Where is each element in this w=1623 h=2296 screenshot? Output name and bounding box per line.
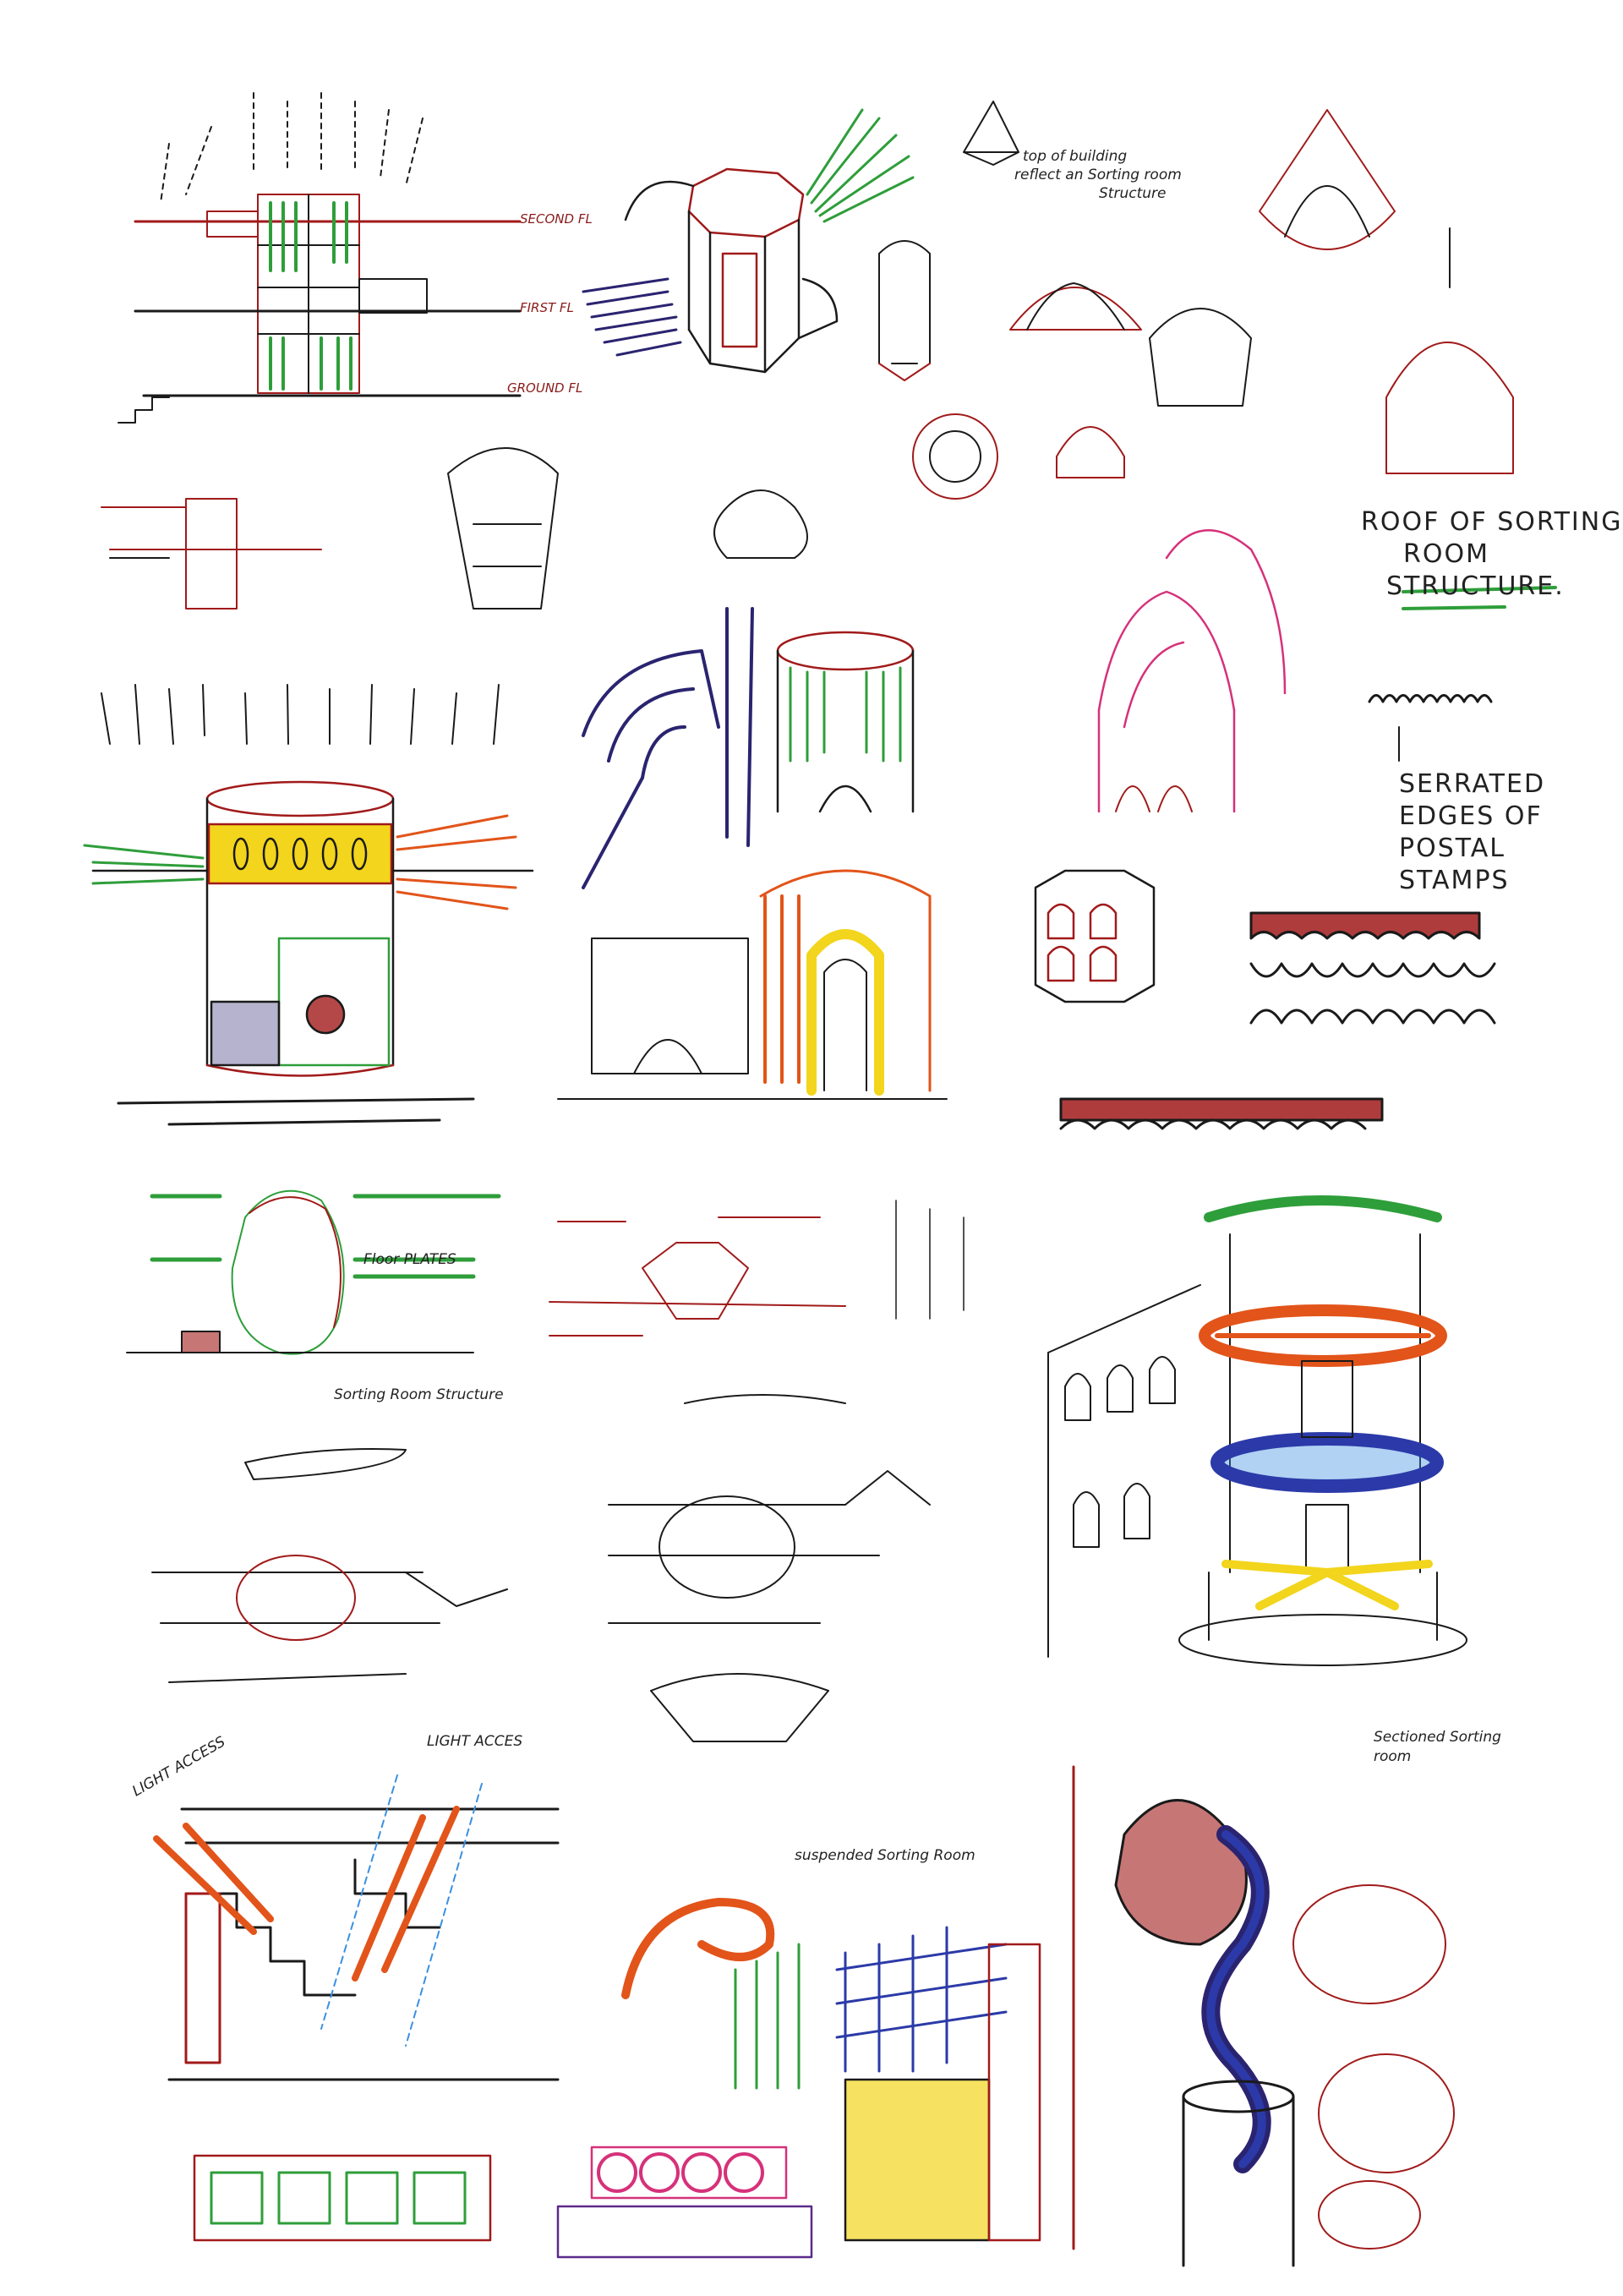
green-cylinder-sketch: [776, 631, 915, 813]
note-suspended-sorting-room: suspended Sorting Room: [795, 1847, 975, 1864]
section-sketch-b: [608, 1394, 931, 1742]
note-roof-line3: STRUCTURE.: [1386, 571, 1565, 601]
note-sorting-room-structure: Sorting Room Structure: [334, 1386, 504, 1403]
note-light-access-right: LIGHT ACCES: [427, 1733, 523, 1750]
note-serrated-line1: SERRATED: [1399, 769, 1546, 799]
spiral-section-sketch: [1072, 1765, 1455, 2267]
section-tower-sketch: [117, 92, 522, 424]
note-roof-line1: ROOF OF SORTING: [1361, 507, 1623, 537]
note-top-of-building-1: top of building: [1023, 148, 1128, 165]
note-roof-line2: ROOM: [1403, 539, 1489, 569]
light-access-section: [167, 1807, 560, 2081]
gateway-sketch: [557, 869, 948, 1100]
floor-plates-sketch: [126, 1189, 501, 1355]
arch-corridor-sketch: [582, 607, 754, 889]
note-floor-plates: Floor PLATES: [363, 1251, 456, 1268]
note-serrated-line3: POSTAL: [1399, 834, 1506, 863]
label-ground-floor: GROUND FL: [507, 380, 583, 396]
suspended-sorting-room-sketch: [193, 1898, 1041, 2259]
note-top-of-building-3: Structure: [1099, 185, 1167, 202]
small-sections: [101, 447, 808, 610]
note-sectioned-line1: Sectioned Sorting: [1374, 1729, 1501, 1746]
pink-arches-sketch: [1097, 529, 1287, 813]
note-serrated-line2: EDGES OF: [1399, 801, 1543, 831]
sorting-room-perspective: [1047, 1195, 1467, 1666]
small-trees-sketch: [895, 1200, 965, 1320]
octagon-tower-sketch: [624, 167, 839, 374]
label-second-floor: SECOND FL: [520, 211, 593, 227]
note-sectioned-line2: room: [1374, 1748, 1412, 1765]
floor-plates-sketch-2: [549, 1216, 846, 1337]
serrated-edges: [1059, 694, 1496, 1130]
pavilion-sketch: [1034, 869, 1156, 1003]
section-sketch-a: [151, 1448, 508, 1683]
label-first-floor: FIRST FL: [520, 300, 574, 315]
note-top-of-building-2: reflect an Sorting room: [1014, 167, 1182, 183]
cylinder-building-sketch: [91, 780, 534, 1126]
note-serrated-line4: STAMPS: [1399, 866, 1510, 895]
dome-sketches: [878, 101, 1514, 500]
